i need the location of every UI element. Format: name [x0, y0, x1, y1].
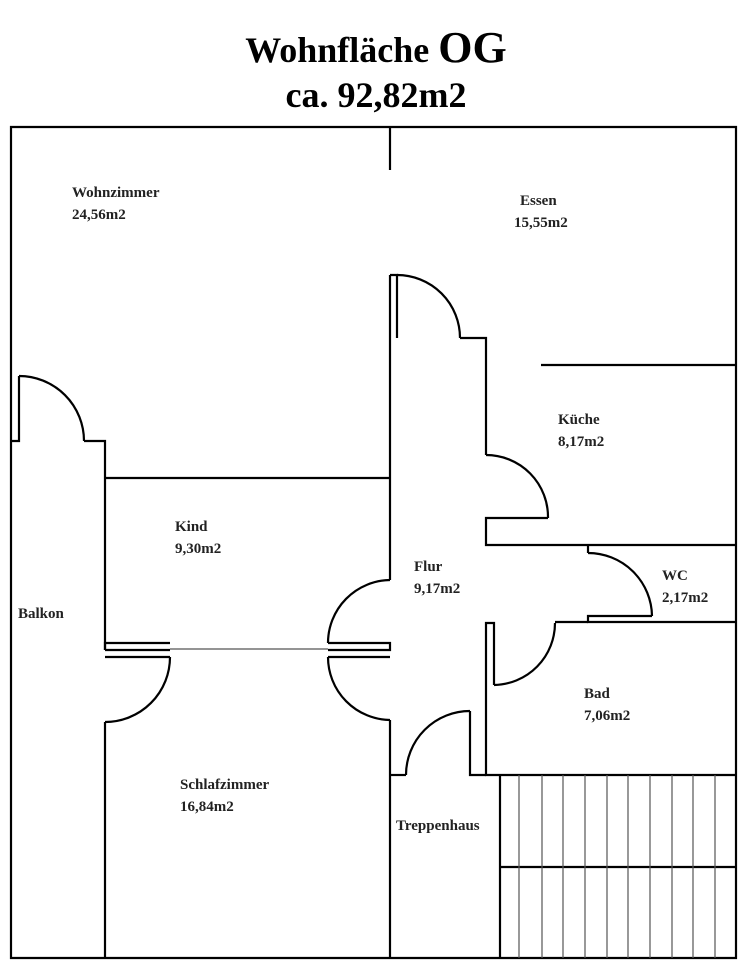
room-area-flur: 9,17m2 — [414, 581, 460, 597]
room-name-kueche: Küche — [558, 412, 600, 428]
walls — [9, 125, 738, 960]
room-name-flur: Flur — [414, 559, 443, 575]
total-area: ca. 92,82m2 — [285, 75, 467, 115]
room-name-essen: Essen — [520, 193, 557, 209]
room-name-wc: WC — [662, 568, 688, 584]
room-area-kueche: 8,17m2 — [558, 434, 604, 450]
room-area-wohnzimmer: 24,56m2 — [72, 207, 126, 223]
room-name-schlafzimmer: Schlafzimmer — [180, 777, 269, 793]
room-name-bad: Bad — [584, 686, 611, 702]
room-area-bad: 7,06m2 — [584, 708, 630, 724]
floor-label: OG — [438, 23, 507, 72]
room-area-wc: 2,17m2 — [662, 590, 708, 606]
staircase — [498, 775, 736, 958]
room-area-kind: 9,30m2 — [175, 541, 221, 557]
room-name-kind: Kind — [175, 519, 208, 535]
plan-title: Wohnfläche OG — [0, 22, 752, 73]
room-labels: Wohnzimmer 24,56m2 Essen 15,55m2 Küche 8… — [18, 185, 708, 834]
room-name-wohnzimmer: Wohnzimmer — [72, 185, 160, 201]
room-name-balkon: Balkon — [18, 606, 65, 622]
room-name-treppenhaus: Treppenhaus — [396, 818, 480, 834]
room-area-essen: 15,55m2 — [514, 215, 568, 231]
room-area-schlafzimmer: 16,84m2 — [180, 799, 234, 815]
title-text: Wohnfläche — [245, 30, 430, 70]
